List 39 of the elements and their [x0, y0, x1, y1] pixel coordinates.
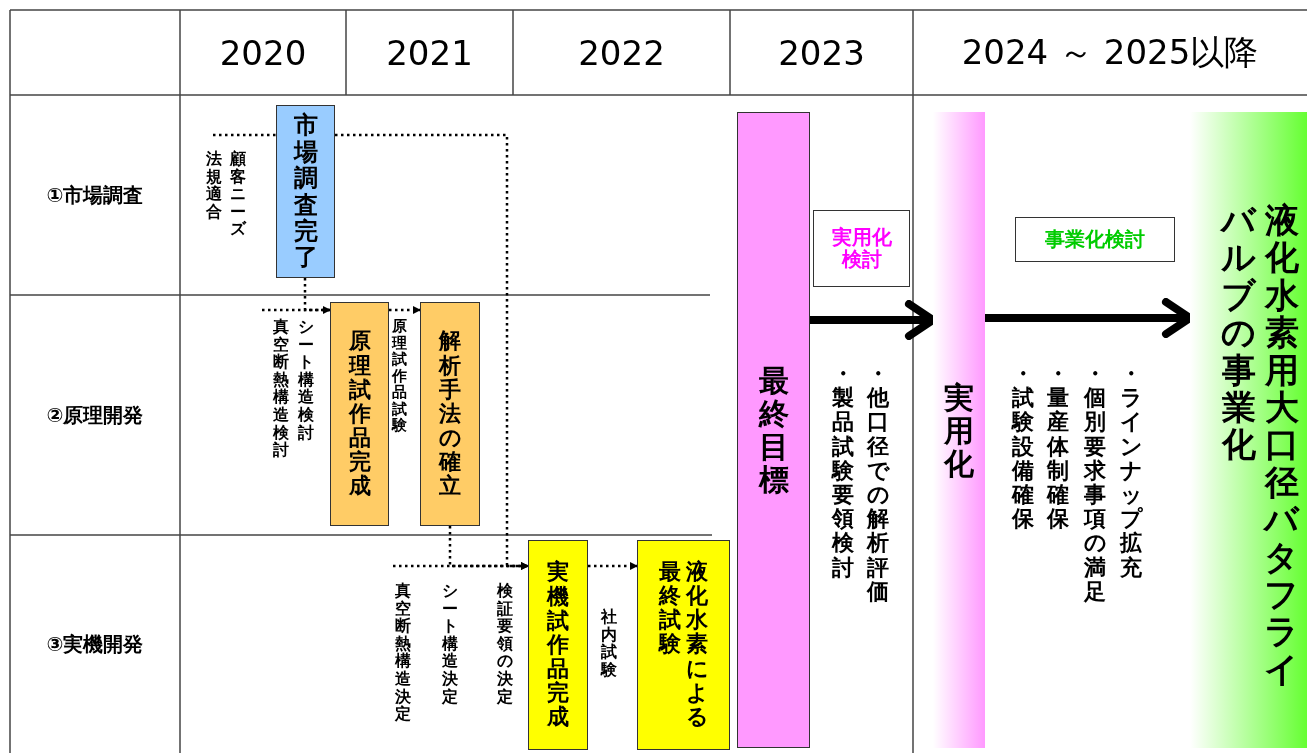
bullet-note: ・ラインナップ拡充: [1119, 362, 1144, 580]
task-note: 顧客ニーズ: [229, 150, 247, 238]
row-header: ①市場調査: [46, 181, 144, 209]
year-header: 2023: [778, 32, 865, 73]
task-note: 社内試験: [600, 608, 618, 679]
dotted-connector: [303, 278, 331, 314]
bullet-note: ・他口径での解析評価: [866, 362, 891, 604]
milestone-box: 実機試作品完成: [528, 540, 588, 750]
bullet-note: ・個別要求事項の満足: [1083, 362, 1108, 604]
dotted-connector: [588, 562, 638, 570]
milestone-box: 原理試作品完成: [330, 302, 389, 526]
year-header: 2020: [219, 32, 307, 73]
dotted-connector: [213, 133, 276, 137]
dotted-connector: [389, 306, 421, 314]
bullet-note: ・量産体制確保: [1046, 362, 1071, 532]
task-note: シート構造検討: [297, 318, 315, 442]
task-note: シート構造決定: [441, 582, 459, 706]
year-header: 2022: [578, 32, 665, 73]
stage-band: 実用化: [933, 112, 985, 748]
stage-box: 事業化検討: [1015, 217, 1175, 262]
task-note: 検証要領の決定: [496, 582, 514, 706]
task-note: 真空断熱構造検討: [272, 318, 290, 459]
row-header: ③実機開発: [46, 630, 144, 658]
goal-bar: 最終目標: [737, 112, 810, 748]
task-note: 原理試作品試験: [391, 318, 408, 434]
dotted-connector: [262, 308, 330, 312]
milestone-box: 解析手法の確立: [420, 302, 480, 526]
dotted-connector: [448, 526, 529, 570]
bullet-note: ・試験設備確保: [1011, 362, 1036, 532]
stage-box: 実用化検討: [813, 210, 910, 287]
task-note: 法規適合: [205, 150, 223, 221]
year-header: 2021: [386, 32, 473, 73]
year-header: 2024 ～ 2025以降: [961, 30, 1259, 74]
bullet-note: ・製品試験要領検討: [831, 362, 856, 580]
goal-band: 液化水素用大口径バタフライバルブの事業化: [1190, 112, 1307, 748]
row-header: ②原理開発: [46, 401, 144, 429]
task-note: 真空断熱構造決定: [394, 582, 412, 723]
milestone-box: 液化水素による最終試験: [637, 540, 730, 750]
milestone-box: 市場調査完了: [276, 105, 335, 278]
